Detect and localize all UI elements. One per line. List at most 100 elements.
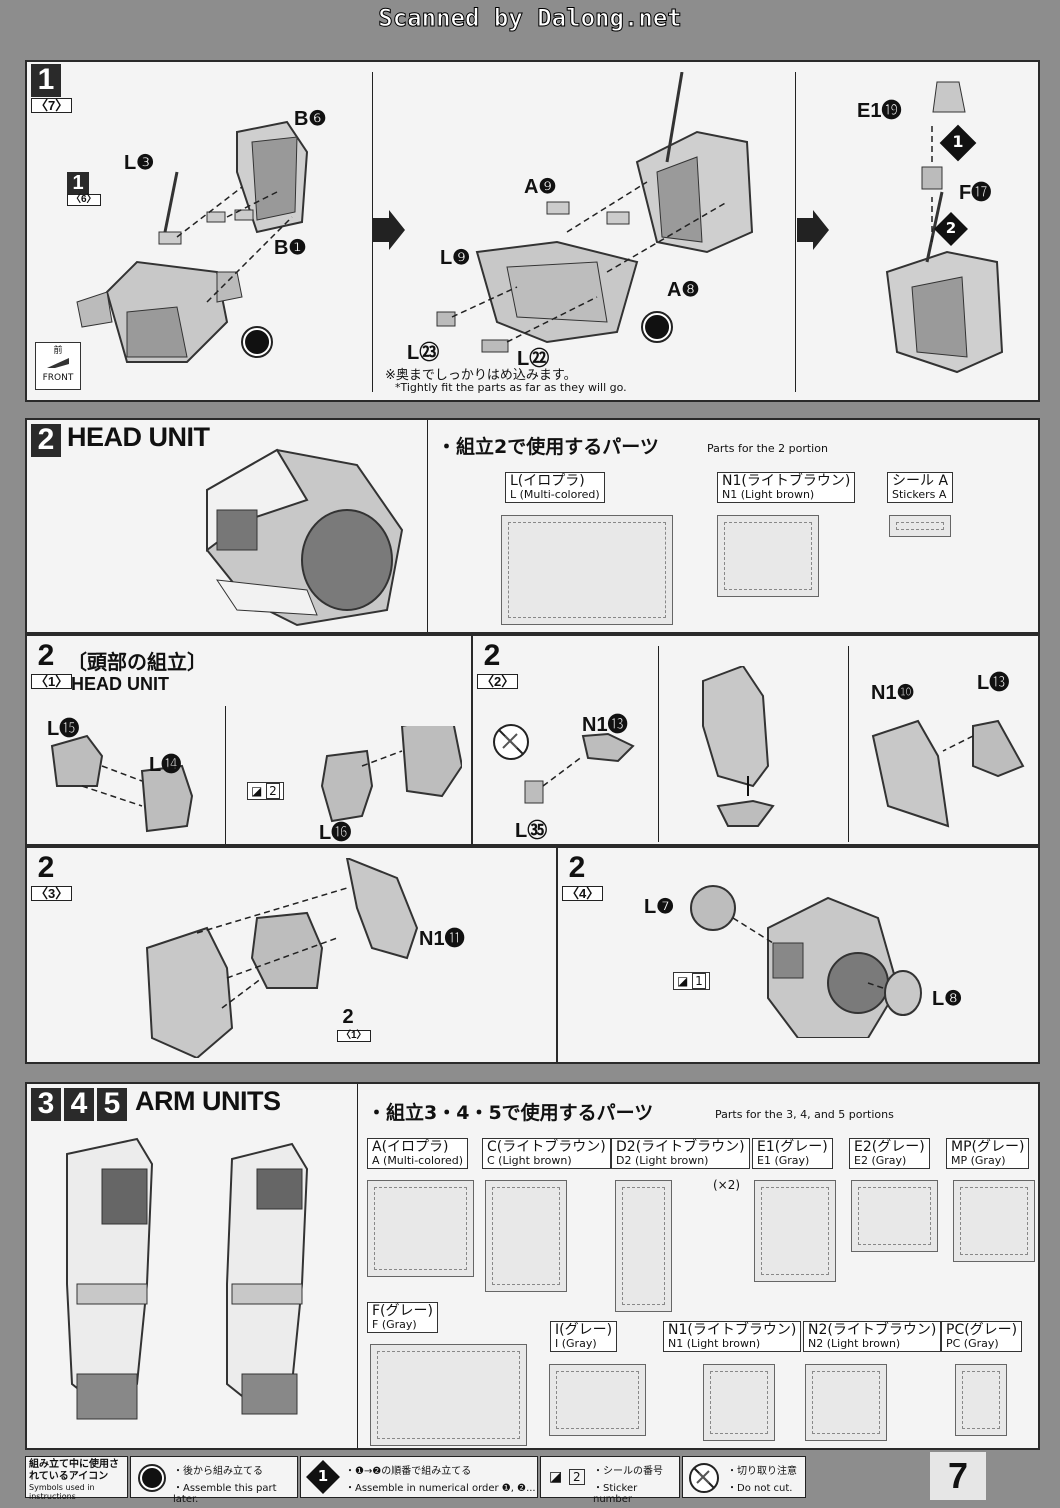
- do-not-cut-icon: [493, 724, 529, 760]
- front-label-jp: 前: [53, 346, 63, 356]
- step2-2-panel: 2 〈2〉 N1⓭ L㉟ N1❿ L⓭: [471, 634, 1040, 846]
- parts-tag: A(イロプラ) A (Multi-colored): [367, 1138, 469, 1170]
- ref-step-sub: 〈6〉: [67, 194, 101, 206]
- part-label-l7: L❼: [644, 896, 675, 918]
- step1-panel: 1 〈7〉 1 〈6〉 L❸ B❻ B❶ 前 FRONT: [25, 60, 1040, 402]
- parts-tag: F(グレー) F (Gray): [367, 1302, 438, 1334]
- torso-assembly-illustration: [76, 120, 309, 363]
- fit-note-en: *Tightly fit the parts as far as they wi…: [395, 381, 627, 394]
- runner-thumbnail: [955, 1364, 1007, 1436]
- head-side-illustration: [524, 666, 1025, 828]
- fit-note-jp: ※奥までしっかりはめ込みます。: [385, 368, 577, 383]
- parts-tag: L(イロプラ) L (Multi-colored): [505, 472, 605, 504]
- parts-tag-jp: A(イロプラ): [372, 1139, 449, 1155]
- front-label-en: FRONT: [42, 373, 74, 383]
- step4-number: 4: [64, 1088, 94, 1121]
- step2-4-sub: 〈4〉: [562, 886, 604, 901]
- head-ears-illustration: [690, 885, 922, 1038]
- assemble-later-icon: [138, 1464, 166, 1492]
- parts-tag-jp: D2(ライトブラウン): [616, 1139, 745, 1155]
- legend-item-do-not-cut: ・切り取り注意 ・Do not cut.: [682, 1456, 806, 1498]
- runner-thumbnail: [615, 1180, 672, 1312]
- parts-tag-en: D2 (Light brown): [616, 1154, 709, 1168]
- front-indicator: 前 FRONT: [35, 342, 81, 390]
- divider: [658, 646, 659, 842]
- part-label-l8: L❽: [932, 988, 963, 1010]
- sticker-number: 2: [569, 1469, 585, 1485]
- parts-tag-en: I (Gray): [555, 1337, 597, 1351]
- sticker-number: 1: [692, 973, 706, 989]
- legend-jp: ・シールの番号: [593, 1466, 663, 1477]
- part-label-l22: L㉒: [517, 348, 550, 370]
- step2-1-number: 2: [37, 639, 55, 672]
- runner-thumbnail: [851, 1180, 938, 1252]
- legend-title-en: Symbols used in instructions: [29, 1483, 95, 1501]
- legend-title-box: 組み立て中に使用されているアイコン Symbols used in instru…: [25, 1456, 128, 1501]
- step2-2-sub: 〈2〉: [477, 674, 519, 689]
- next-step-arrow-icon: [797, 210, 829, 250]
- runner-n1-thumbnail: [717, 515, 819, 597]
- parts-tag-jp: C(ライトブラウン): [487, 1139, 606, 1155]
- parts-tag-jp: シール A: [892, 473, 949, 489]
- legend-en: ・Assemble in numerical order ❶, ❷...: [345, 1483, 536, 1494]
- part-label-l13: L⓭: [977, 672, 1010, 694]
- part-label-l23: L㉓: [407, 342, 440, 364]
- part-label-n1-13: N1⓭: [582, 714, 628, 736]
- runner-thumbnail: [754, 1180, 836, 1282]
- part-label-n1-10: N1❿: [871, 682, 915, 704]
- divider: [372, 72, 373, 392]
- step1-number: 1: [31, 64, 61, 97]
- step2-3-number: 2: [37, 851, 55, 884]
- step2-3-panel: 2 〈3〉 N1⓫ 2 〈1〉: [25, 846, 558, 1064]
- runner-thumbnail: [953, 1180, 1035, 1262]
- page-number: 7: [930, 1452, 986, 1500]
- runner-thumbnail: [703, 1364, 775, 1441]
- ref-step-sub: 〈1〉: [337, 1030, 371, 1042]
- step3-number: 3: [31, 1088, 61, 1121]
- parts-tag-jp: F(グレー): [372, 1303, 433, 1319]
- runner-thumbnail: [485, 1180, 567, 1292]
- parts-tag-en: N1 (Light brown): [722, 488, 815, 502]
- step2-2-number: 2: [483, 639, 501, 672]
- step2-panel: 2 HEAD UNIT ・組立2で使用するパーツ Parts for the 2…: [25, 418, 1040, 634]
- step2-1-sub: 〈1〉: [31, 674, 73, 689]
- ref-step-number: 2: [342, 1006, 354, 1028]
- parts-tag-jp: E2(グレー): [854, 1139, 925, 1155]
- front-arrow-icon: [47, 358, 69, 368]
- parts-tag-en: E1 (Gray): [757, 1154, 810, 1168]
- part-label-l16: L⓰: [319, 822, 352, 844]
- sticker-a-thumbnail: [889, 515, 951, 537]
- legend-jp: ・切り取り注意: [727, 1466, 797, 1477]
- order-icon-label: 1: [317, 1467, 329, 1485]
- parts-tag-jp: N2(ライトブラウン): [808, 1322, 937, 1338]
- parts-tag-en: E2 (Gray): [854, 1154, 907, 1168]
- parts-heading: ・組立2で使用するパーツ: [437, 436, 659, 458]
- head-unit-illustration: [206, 448, 404, 627]
- vernier-assembly-illustration: [885, 81, 1004, 374]
- part-label-e1: E1⓳: [857, 100, 902, 122]
- runner-thumbnail: [805, 1364, 887, 1441]
- runner-thumbnail: [370, 1344, 527, 1446]
- part-label-a9: A❾: [524, 176, 557, 198]
- divider: [427, 420, 428, 632]
- backpack-assembly-illustration: [436, 72, 754, 353]
- part-label-l35: L㉟: [515, 820, 548, 842]
- parts-tag: N2(ライトブラウン) N2 (Light brown): [803, 1321, 942, 1353]
- step2-1-panel: 2 〈1〉 〔頭部の組立〕 HEAD UNIT L⓯ L⓮ L⓰ ◪ 2: [25, 634, 473, 846]
- head-frame-illustration: [50, 726, 462, 833]
- next-step-arrow-icon: [373, 210, 405, 250]
- parts-tag-en: C (Light brown): [487, 1154, 572, 1168]
- legend-en: ・Assemble this part later.: [173, 1483, 277, 1505]
- legend-jp: ・❶→❷の順番で組み立てる: [345, 1466, 472, 1477]
- legend-item-sticker: ◪ 2 ・シールの番号 ・Sticker number: [540, 1456, 680, 1505]
- parts-tag-en: PC (Gray): [946, 1337, 999, 1351]
- step1-sub: 〈7〉: [31, 98, 73, 113]
- parts-tag: D2(ライトブラウン) D2 (Light brown): [611, 1138, 750, 1170]
- divider: [795, 72, 796, 392]
- step2-3-sub: 〈3〉: [31, 886, 73, 901]
- parts-heading: ・組立3・4・5で使用するパーツ: [367, 1102, 654, 1124]
- parts-tag-jp: L(イロプラ): [510, 473, 585, 489]
- sticker-icon: ◪: [251, 784, 263, 798]
- parts-tag: E1(グレー) E1 (Gray): [752, 1138, 833, 1170]
- head-halves-illustration: [145, 858, 419, 1058]
